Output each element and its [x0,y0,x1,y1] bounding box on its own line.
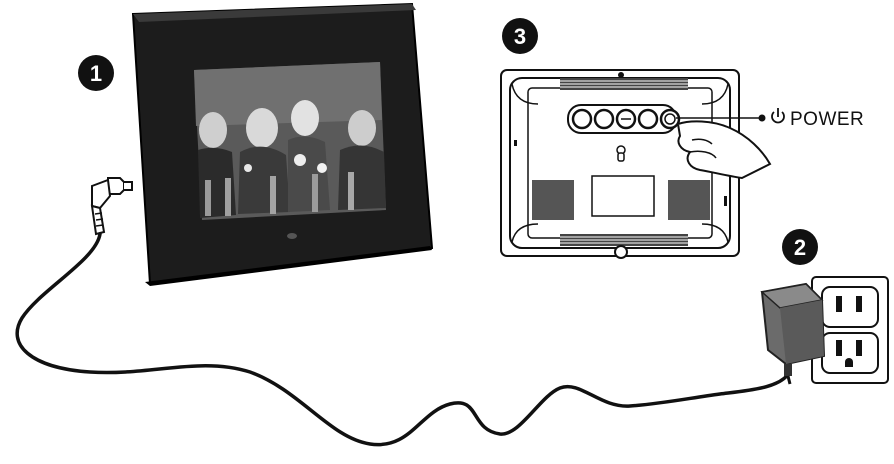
step-number-2: 2 [794,235,806,260]
power-cable [17,234,790,445]
power-label: POWER [790,109,864,130]
back-button-2[interactable] [595,110,613,128]
step-number-3: 3 [514,24,526,49]
photo-frame-front [133,4,432,286]
back-button-4[interactable] [639,110,657,128]
back-button-1[interactable] [573,110,591,128]
power-icon [772,108,784,122]
dc-plug [92,178,132,234]
step-badge-3: 3 [502,18,538,54]
back-button-3[interactable] [617,110,635,128]
step-badge-2: 2 [782,229,818,265]
frame-screen [194,62,386,220]
step-number-1: 1 [90,61,102,86]
keyhole-icon [617,146,625,161]
step-badge-1: 1 [78,55,114,91]
power-button[interactable] [661,110,679,128]
